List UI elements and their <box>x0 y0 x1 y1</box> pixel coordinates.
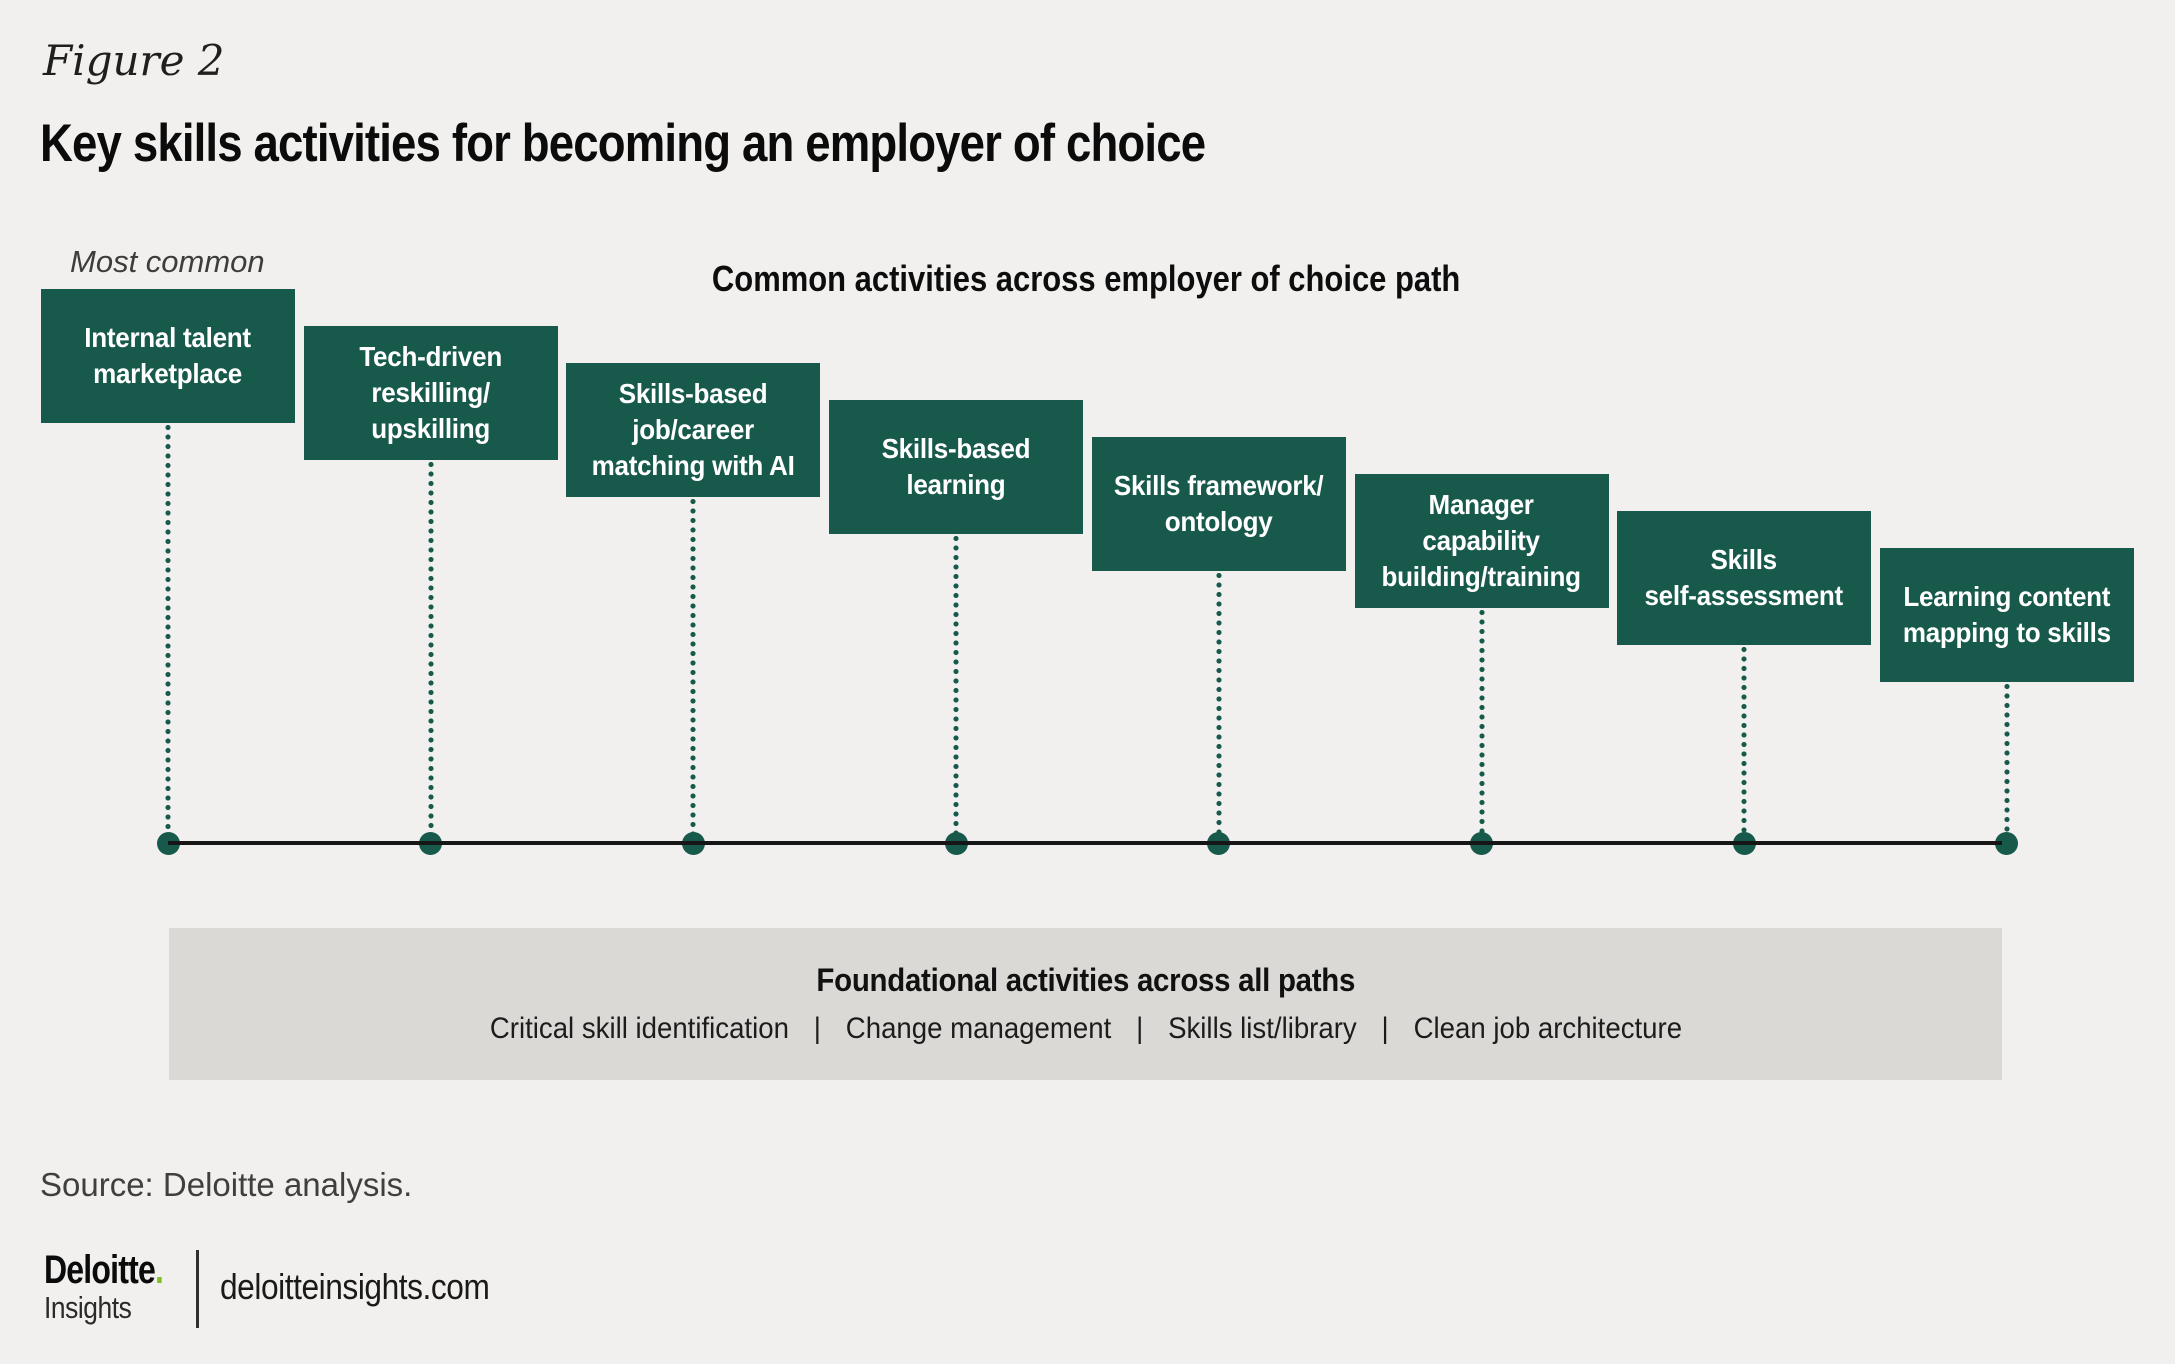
activity-label: Skills-based job/career matching with AI <box>591 378 795 481</box>
dotted-connector <box>1215 571 1222 843</box>
activity-label: Manager capability building/training <box>1381 489 1582 592</box>
activity-label: Learning content mapping to skills <box>1902 581 2111 648</box>
activity-box: Skills framework/ ontology <box>1091 437 1346 571</box>
figure-number-label: Figure 2 <box>43 36 225 85</box>
dotted-connector <box>1741 645 1748 843</box>
page-title-text: Key skills activities for becoming an em… <box>40 114 1206 173</box>
activity-label: Internal talent marketplace <box>84 322 252 389</box>
activity-box: Skills-based job/career matching with AI <box>566 363 821 497</box>
foundational-item: Skills list/library <box>1167 1012 1357 1045</box>
footer-divider <box>196 1250 199 1328</box>
activity-step-1: Internal talent marketplace <box>41 289 295 855</box>
dotted-connector <box>690 497 697 843</box>
foundational-heading: Foundational activities across all paths <box>816 962 1355 998</box>
dotted-connector <box>427 460 434 843</box>
activity-box: Skills-based learning <box>829 400 1084 534</box>
foundational-item: Clean job architecture <box>1413 1012 1682 1045</box>
foundational-items-row: Critical skill identification | Change man… <box>489 1012 1681 1046</box>
foundational-item: Critical skill identification <box>489 1012 789 1045</box>
deloitte-logo: Deloitte. <box>44 1248 164 1293</box>
common-activities-header: Common activities across employer of cho… <box>0 258 2172 300</box>
activity-step-3: Skills-based job/career matching with AI <box>566 363 821 855</box>
activity-step-5: Skills framework/ ontology <box>1091 437 1346 855</box>
dotted-connector <box>165 423 171 843</box>
activity-step-2: Tech-driven reskilling/ upskilling <box>303 326 558 855</box>
most-common-annotation: Most common <box>70 244 265 279</box>
footer-site-link[interactable]: deloitteinsights.com <box>220 1266 490 1307</box>
dotted-connector <box>1478 608 1485 843</box>
activity-box: Learning content mapping to skills <box>1879 548 2134 682</box>
common-activities-header-text: Common activities across employer of cho… <box>711 258 1461 299</box>
activity-box: Tech-driven reskilling/ upskilling <box>303 326 558 460</box>
activity-box: Internal talent marketplace <box>41 289 295 423</box>
foundational-item: Change management <box>845 1012 1111 1045</box>
activity-step-8: Learning content mapping to skills <box>1879 548 2134 855</box>
item-separator: | <box>1135 1012 1143 1045</box>
activity-label: Skills-based learning <box>881 433 1031 500</box>
dotted-connector <box>2003 682 2010 843</box>
activity-label: Tech-driven reskilling/ upskilling <box>359 341 502 444</box>
activity-box: Skills self-assessment <box>1617 511 1872 645</box>
deloitte-logo-period: . <box>154 1248 164 1292</box>
item-separator: | <box>1381 1012 1389 1045</box>
insights-logo-text: Insights <box>44 1290 132 1325</box>
activity-step-6: Manager capability building/training <box>1354 474 1609 855</box>
activity-box: Manager capability building/training <box>1354 474 1609 608</box>
timeline-dot <box>1995 831 2019 855</box>
item-separator: | <box>813 1012 821 1045</box>
foundational-panel: Foundational activities across all paths… <box>169 928 2002 1080</box>
activity-label: Skills framework/ ontology <box>1114 470 1324 537</box>
dotted-connector <box>953 534 960 843</box>
activity-step-7: Skills self-assessment <box>1617 511 1872 855</box>
timeline-axis <box>168 841 2002 845</box>
page-title: Key skills activities for becoming an em… <box>40 116 1395 172</box>
deloitte-logo-text: Deloitte <box>44 1248 156 1292</box>
source-note: Source: Deloitte analysis. <box>40 1166 413 1203</box>
activity-step-4: Skills-based learning <box>829 400 1084 855</box>
activity-label: Skills self-assessment <box>1644 544 1844 611</box>
